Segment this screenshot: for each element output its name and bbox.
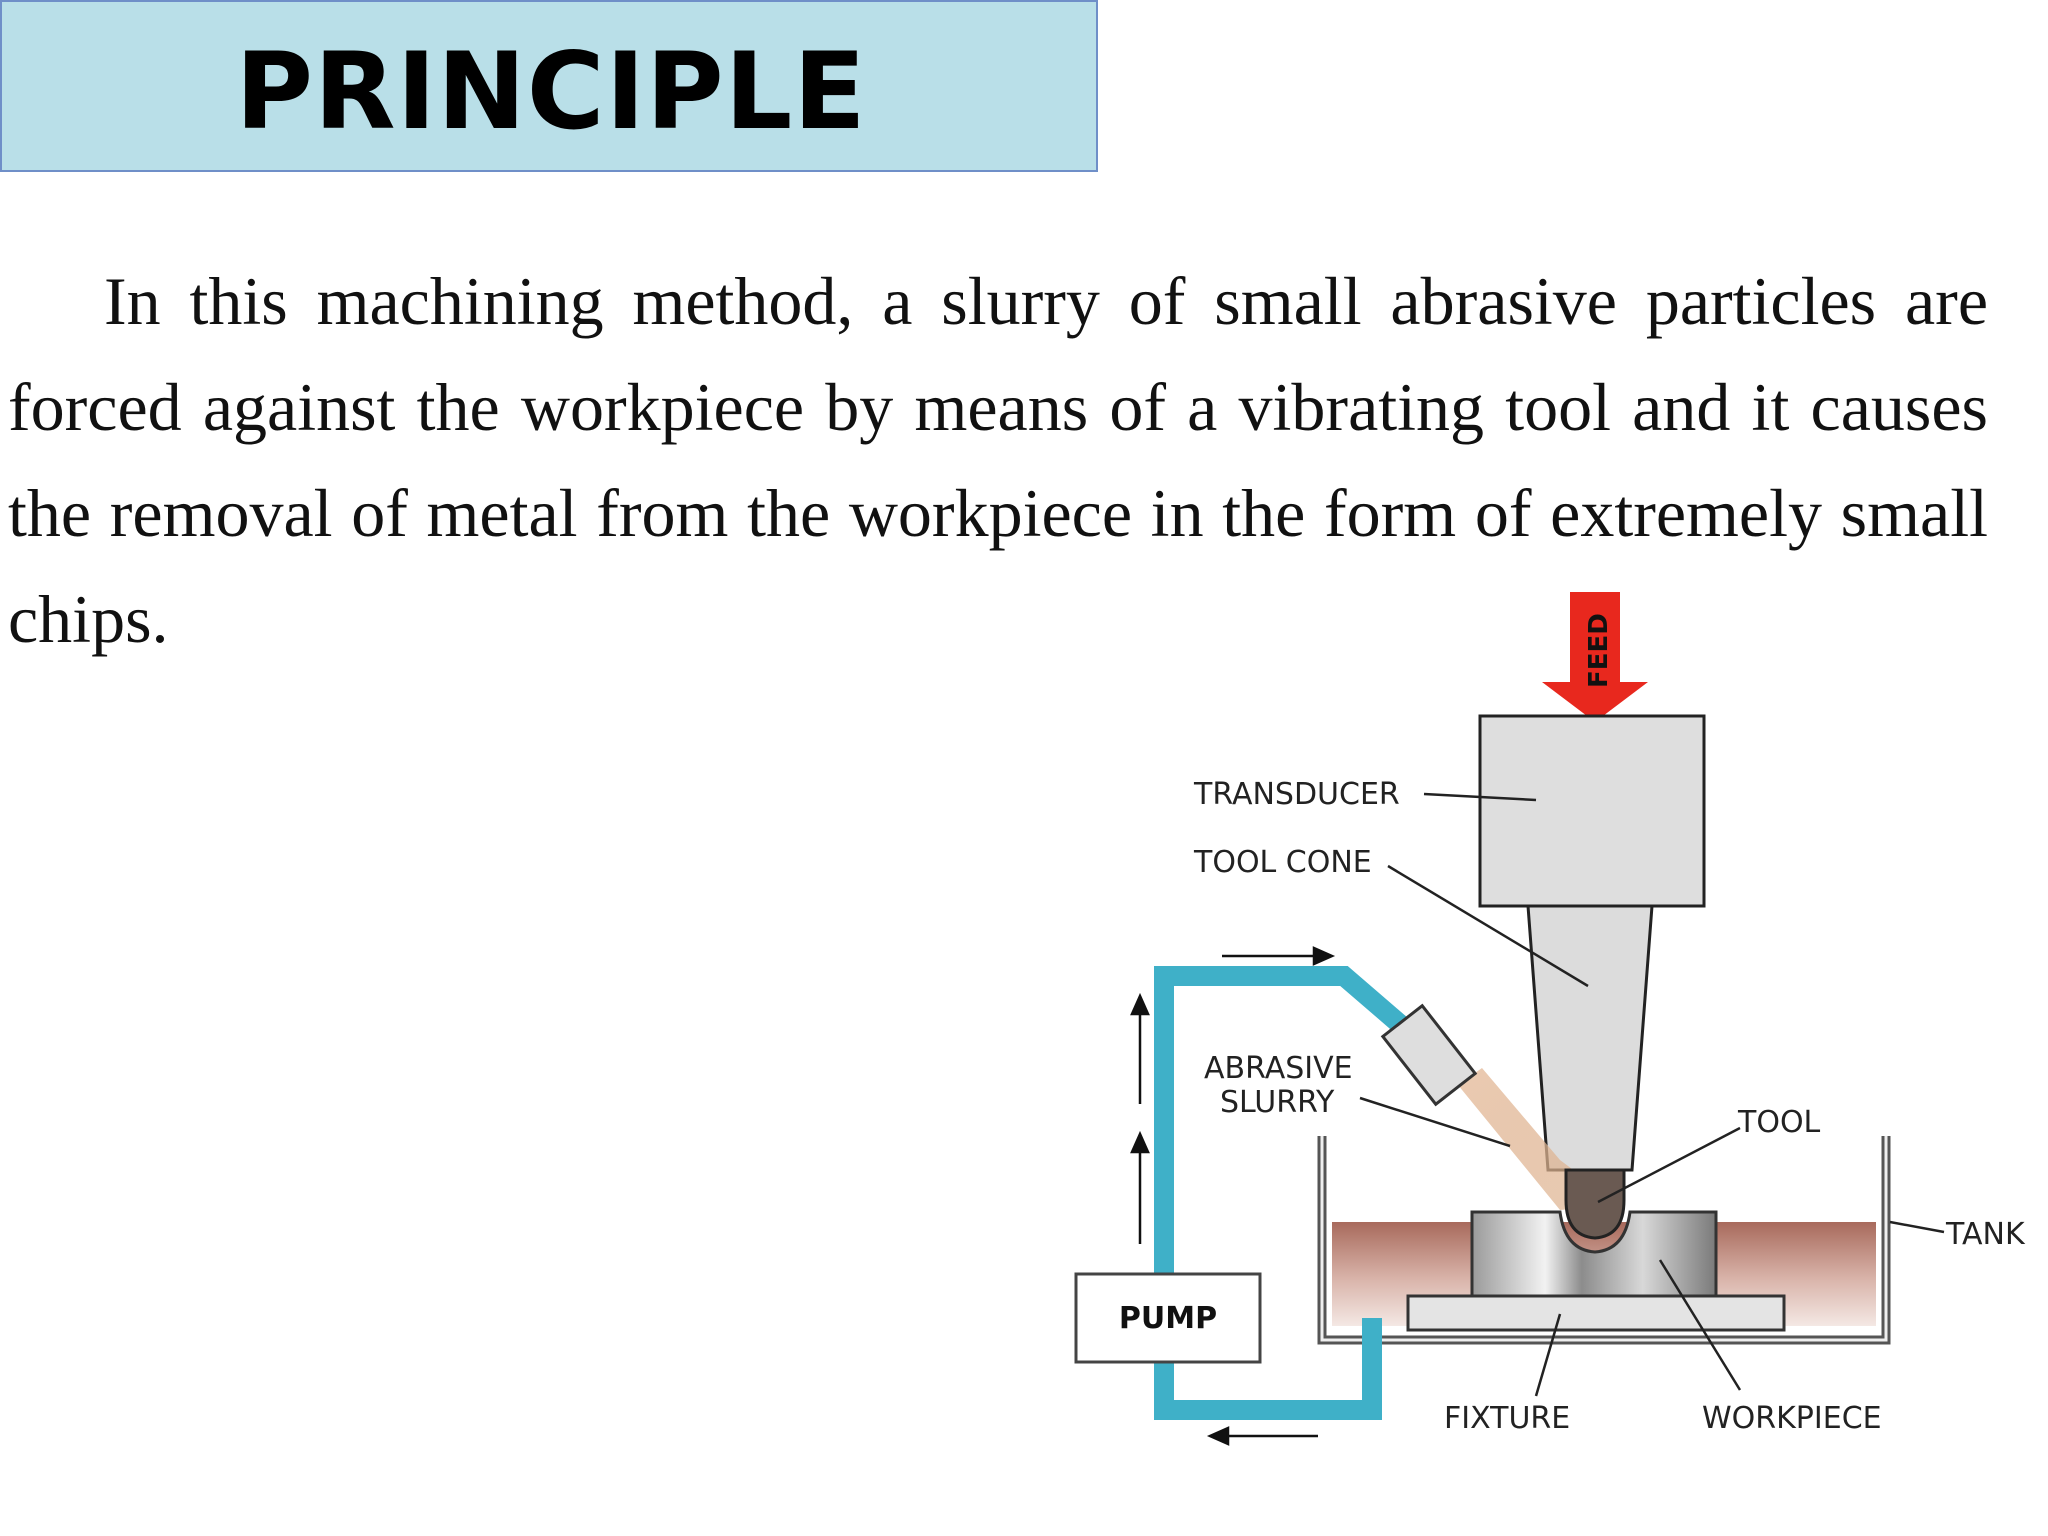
workpiece-label: WORKPIECE: [1702, 1401, 1882, 1436]
fixture: [1406, 1294, 1786, 1332]
feed-arrow: FEED: [1542, 592, 1648, 722]
abrasive-label: ABRASIVE: [1204, 1051, 1353, 1086]
principle-paragraph: In this machining method, a slurry of sm…: [8, 263, 1988, 657]
slurry-label: SLURRY: [1220, 1085, 1335, 1120]
slurry-pipe: [1154, 966, 1409, 1420]
workpiece: [1470, 1210, 1718, 1298]
tool-label: TOOL: [1737, 1105, 1821, 1140]
tool-tip: [1564, 1168, 1626, 1240]
leader-lines: [1359, 792, 1945, 1397]
slurry-nozzle: [1380, 1003, 1478, 1107]
fixture-label: FIXTURE: [1444, 1401, 1570, 1436]
tool-cone: [1526, 904, 1654, 1172]
title-banner: PRINCIPLE: [0, 0, 1098, 172]
tank-label: TANK: [1945, 1217, 2026, 1252]
feed-label: FEED: [1584, 613, 1614, 688]
page-title: PRINCIPLE: [235, 30, 867, 153]
pump-label: PUMP: [1119, 1301, 1217, 1336]
transducer-label: TRANSDUCER: [1193, 777, 1400, 812]
slurry-spray: [1458, 1068, 1620, 1210]
flow-arrows: [1130, 946, 1336, 1446]
pump-box: [1074, 1272, 1262, 1364]
tool-cone-label: TOOL CONE: [1193, 845, 1372, 880]
transducer-block: [1478, 714, 1706, 908]
